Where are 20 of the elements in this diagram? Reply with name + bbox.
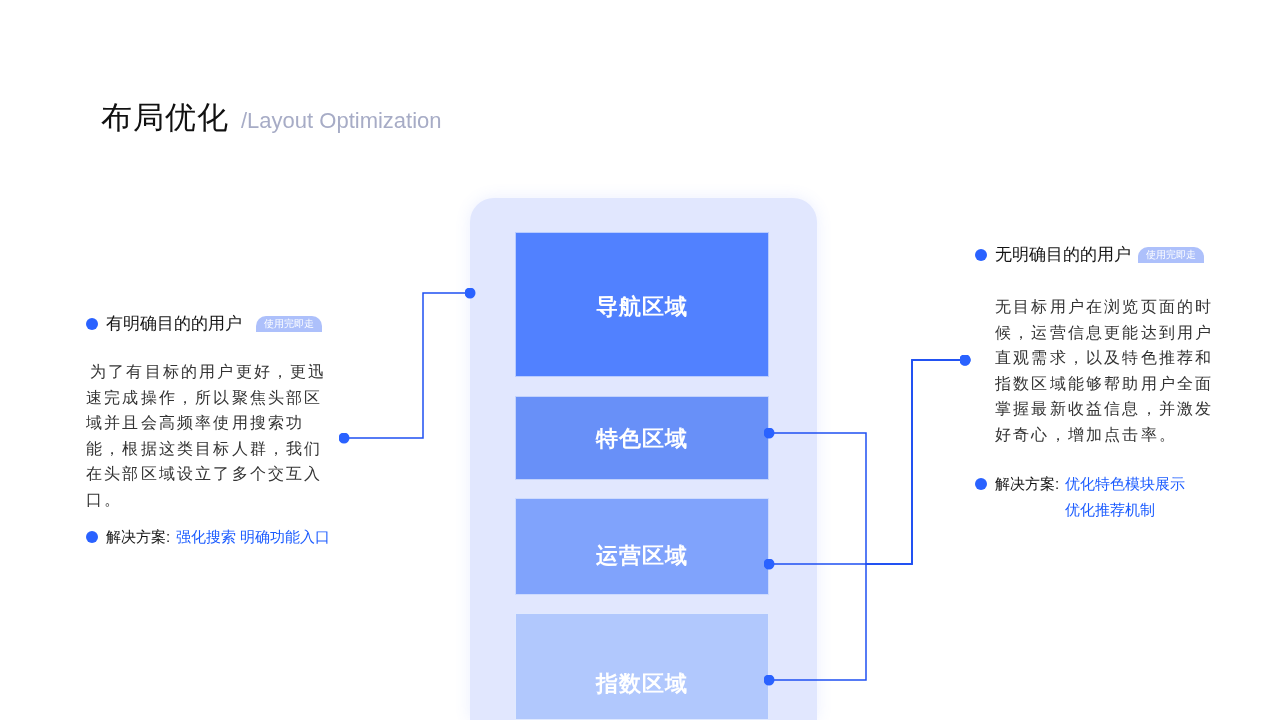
- section-heading: 有明确目的的用户: [106, 313, 242, 335]
- description-text: 为了有目标的用户更好，更迅速完成操作，所以聚焦头部区域并且会高频率使用搜索功能，根据这类目标人群，我们在头部区域设立了多个交互入口。: [86, 362, 328, 510]
- subtitle-text: /Layout Optimization: [241, 107, 442, 135]
- connector-line: [338, 287, 476, 444]
- solution-text: 强化搜索 明确功能入口: [176, 527, 331, 547]
- description-text: 无目标用户在浏览页面的时候，运营信息更能达到用户直观需求，以及特色推荐和指数区域能够帮助用户全面掌握最新收益信息，并激发好奇心，增加点击率。: [995, 297, 1215, 445]
- tag-badge: 使用完即走: [256, 316, 322, 332]
- page-title: 布局优化: [101, 99, 229, 137]
- connector-line: [763, 354, 971, 686]
- region-block: 指数区域: [515, 613, 769, 720]
- region-block: 运营区域: [515, 498, 769, 595]
- region-block: 导航区域: [515, 232, 769, 377]
- solution-label: 解决方案:: [995, 474, 1060, 494]
- solution-text: 优化特色模块展示: [1065, 474, 1186, 494]
- region-block: 特色区域: [515, 396, 769, 480]
- section-heading: 无明确目的的用户: [995, 244, 1131, 266]
- solution-label: 解决方案:: [106, 527, 171, 547]
- solution-text: 优化推荐机制: [1065, 500, 1157, 520]
- phone-frame: [470, 198, 817, 720]
- tag-badge: 使用完即走: [1138, 247, 1204, 263]
